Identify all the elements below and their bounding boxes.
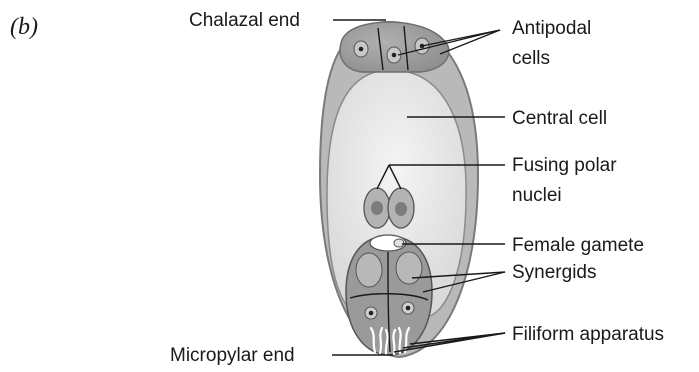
label-synergids: Synergids xyxy=(512,262,597,283)
label-central-cell: Central cell xyxy=(512,108,607,129)
lower-nucleolus-right xyxy=(406,306,411,311)
label-female-gamete: Female gamete xyxy=(512,235,644,256)
synergid-nucleus-right xyxy=(396,252,422,284)
antipodal-nucleolus-1 xyxy=(359,47,364,52)
female-gamete-nucleus xyxy=(394,239,404,247)
egg-apparatus xyxy=(346,235,432,355)
embryo-sac xyxy=(320,22,478,357)
label-micropylar-end: Micropylar end xyxy=(170,345,295,366)
label-filiform-apparatus: Filiform apparatus xyxy=(512,324,664,345)
polar-nucleolus-left xyxy=(371,201,383,215)
lower-nucleolus-left xyxy=(369,311,374,316)
label-antipodal-line2: cells xyxy=(512,48,550,69)
polar-nucleolus-right xyxy=(395,202,407,216)
synergid-nucleus-left xyxy=(356,253,382,287)
label-fusing-line2: nuclei xyxy=(512,185,562,206)
label-antipodal-line1: Antipodal xyxy=(512,18,591,39)
label-chalazal-end: Chalazal end xyxy=(189,10,300,31)
panel-label: (b) xyxy=(10,14,38,40)
antipodal-nucleolus-2 xyxy=(392,53,397,58)
label-fusing-line1: Fusing polar xyxy=(512,155,617,176)
